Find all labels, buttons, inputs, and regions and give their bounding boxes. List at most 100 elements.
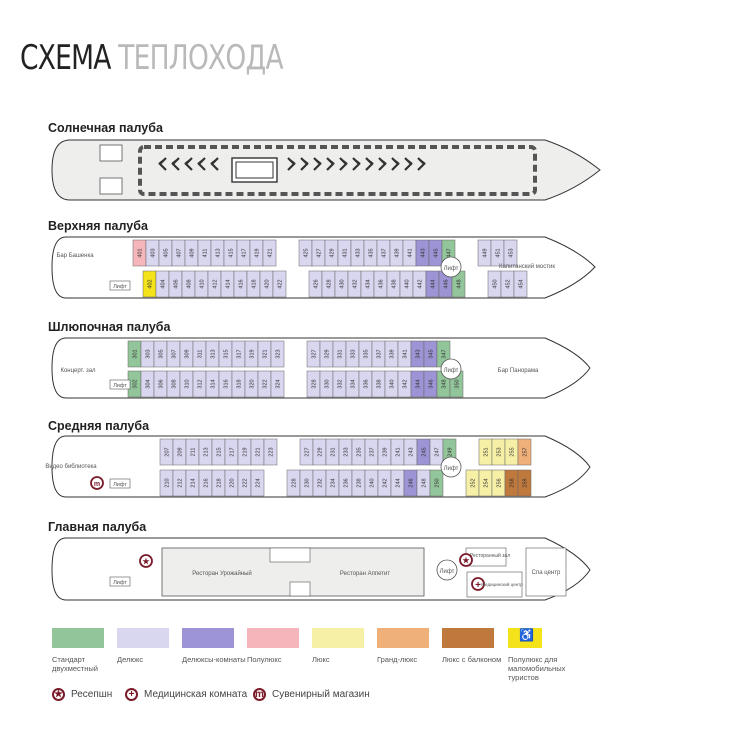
upper-lift: Лифт — [113, 284, 127, 290]
cabin-number-245: 245 — [422, 447, 428, 456]
label-concert: Концерт. зал — [60, 368, 96, 374]
sun-deck-track — [138, 145, 537, 196]
cabin-number-232: 232 — [318, 478, 324, 487]
sun-lounger — [313, 157, 322, 171]
cabin-number-445: 445 — [434, 248, 440, 257]
sun-lounger — [171, 157, 180, 171]
cabin-number-236: 236 — [344, 478, 350, 487]
cabin-number-410: 410 — [200, 279, 206, 288]
legend-standard: Стандарт двухместный — [52, 628, 132, 673]
cabin-number-308: 308 — [172, 379, 178, 388]
cabin-number-450: 450 — [493, 279, 499, 288]
cabin-224 — [250, 469, 265, 497]
legend-accessible: ♿ Полулюкс для маломобильных туристов — [508, 628, 598, 682]
cabin-number-414: 414 — [226, 279, 232, 288]
cabin-454 — [513, 270, 528, 298]
cabin-number-406: 406 — [174, 279, 180, 288]
cabin-number-219: 219 — [243, 447, 249, 456]
cabin-number-321: 321 — [263, 349, 269, 358]
sun-lounger — [197, 157, 206, 171]
cabin-250 — [429, 469, 444, 497]
cabin-number-312: 312 — [198, 379, 204, 388]
cabin-number-318: 318 — [237, 379, 243, 388]
legend-text-standard: Стандарт двухместный — [52, 655, 98, 673]
cabin-number-207: 207 — [165, 447, 171, 456]
cabin-number-305: 305 — [159, 349, 165, 358]
cabin-number-228: 228 — [292, 478, 298, 487]
cabin-number-402: 402 — [148, 279, 154, 288]
label-captain: Капитанский мостик — [499, 263, 555, 270]
cabin-number-213: 213 — [204, 447, 210, 456]
cabin-number-453: 453 — [509, 248, 515, 257]
cabin-number-246: 246 — [409, 478, 415, 487]
legend-swatch-accessible: ♿ — [508, 628, 542, 648]
cabin-number-259: 259 — [523, 478, 529, 487]
cabin-number-250: 250 — [435, 478, 441, 487]
sun-lounger — [404, 157, 413, 171]
cabin-number-306: 306 — [159, 379, 165, 388]
cabin-number-436: 436 — [379, 279, 385, 288]
cabin-number-419: 419 — [255, 248, 261, 257]
legend-swatch-deluxe-rooms — [182, 628, 234, 648]
cabin-number-405: 405 — [164, 248, 170, 257]
cabin-number-331: 331 — [338, 349, 344, 358]
cabin-number-231: 231 — [331, 447, 337, 456]
cabin-number-320: 320 — [250, 379, 256, 388]
cabin-number-317: 317 — [237, 349, 243, 358]
cabin-number-224: 224 — [256, 478, 262, 487]
cabin-number-222: 222 — [243, 478, 249, 487]
cabin-453 — [503, 239, 518, 267]
cabin-number-311: 311 — [198, 350, 204, 359]
cabin-number-315: 315 — [224, 349, 230, 358]
legend-swatch-semi-lux — [247, 628, 299, 648]
cabin-number-427: 427 — [317, 248, 323, 257]
cabin-number-339: 339 — [390, 349, 396, 358]
cabin-number-330: 330 — [325, 379, 331, 388]
cabin-number-429: 429 — [330, 248, 336, 257]
legend-deluxe-rooms: Делюксы-комнаты — [182, 628, 262, 664]
svg-text:★: ★ — [142, 557, 150, 566]
cabin-number-304: 304 — [146, 379, 152, 388]
cabin-number-345: 345 — [429, 349, 435, 358]
boat-lift: Лифт — [113, 383, 127, 389]
mid-lift-round: Лифт — [444, 466, 459, 472]
legend-swatch-standard — [52, 628, 104, 648]
cabin-number-442: 442 — [418, 279, 424, 288]
upper-lift-round: Лифт — [444, 266, 459, 272]
souvenir-icon — [90, 476, 104, 490]
sun-stairs — [99, 144, 123, 162]
cabin-number-253: 253 — [497, 447, 503, 456]
cabin-number-428: 428 — [327, 279, 333, 288]
cabin-number-221: 221 — [256, 447, 262, 456]
cabin-number-426: 426 — [314, 279, 320, 288]
sun-lounger — [326, 157, 335, 171]
cabin-number-413: 413 — [216, 248, 222, 257]
cabin-number-449: 449 — [483, 248, 489, 257]
cabin-number-319: 319 — [250, 349, 256, 358]
legend-text-lux: Люкс — [312, 655, 330, 664]
souvenir-shop-icon: m — [253, 688, 266, 701]
cabin-number-314: 314 — [211, 379, 217, 388]
cabin-number-334: 334 — [351, 379, 357, 388]
cabin-number-431: 431 — [343, 248, 349, 257]
cabin-number-303: 303 — [146, 349, 152, 358]
cabin-324 — [270, 370, 285, 398]
cabin-number-324: 324 — [276, 379, 282, 388]
legend-semi-lux: Полулюкс — [247, 628, 327, 664]
legend-medical: + Медицинская комната — [125, 688, 247, 701]
sun-lounger — [365, 157, 374, 171]
legend-text-deluxe-rooms: Делюксы-комнаты — [182, 655, 246, 664]
mid-lift: Лифт — [113, 482, 127, 488]
cabin-number-251: 251 — [484, 447, 490, 456]
cabin-259 — [517, 469, 532, 497]
cabin-number-216: 216 — [204, 478, 210, 487]
cabin-number-313: 313 — [211, 349, 217, 358]
svg-text:m: m — [94, 481, 100, 488]
legend-lux: Люкс — [312, 628, 392, 664]
cabin-number-209: 209 — [178, 447, 184, 456]
cabin-number-229: 229 — [318, 447, 324, 456]
legend-souvenir-text: Сувенирный магазин — [272, 689, 370, 700]
main-lift-round: Лифт — [440, 569, 455, 575]
cabin-223 — [263, 438, 278, 466]
cabin-number-210: 210 — [165, 478, 171, 487]
